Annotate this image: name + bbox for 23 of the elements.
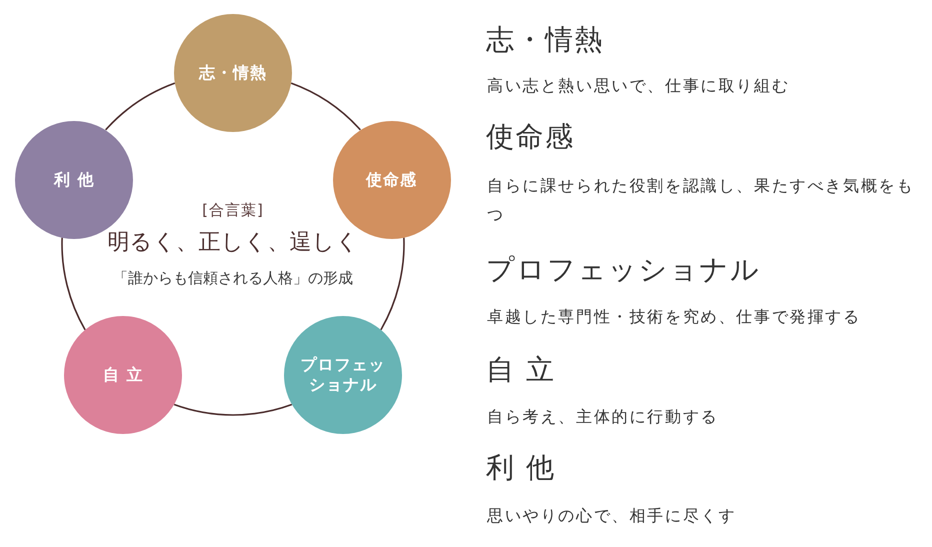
value-description: 思いやりの心で、相手に尽くす <box>487 505 738 527</box>
value-heading: 利 他 <box>486 451 556 485</box>
ring-arc <box>290 82 361 130</box>
ring-arc <box>380 238 405 330</box>
ring-arc <box>61 238 86 330</box>
value-description: 卓越した専門性・技術を究め、仕事で発揮する <box>487 306 862 328</box>
motto-tag: [合言葉] <box>143 200 323 220</box>
value-heading: 使命感 <box>486 120 576 154</box>
circle-label: 自 立 <box>102 364 144 385</box>
value-description: 自らに課せられた役割を認識し、果たすべき気概をもつ <box>487 175 916 226</box>
value-description: 自ら考え、主体的に行動する <box>487 406 720 428</box>
motto-heading: 明るく、正しく、逞しく <box>106 229 360 257</box>
ring-arc <box>105 82 176 130</box>
value-description: 高い志と熱い思いで、仕事に取り組む <box>487 75 791 97</box>
value-heading: 志・情熱 <box>486 23 605 57</box>
circle-label: 使命感 <box>366 170 418 190</box>
circle-label: 志・情熱 <box>199 63 267 83</box>
circle-label: プロフェッショナル <box>299 354 386 395</box>
value-heading: 自 立 <box>486 353 556 387</box>
circle-label: 利 他 <box>54 170 95 190</box>
value-heading: プロフェッショナル <box>486 253 762 287</box>
ring-arc <box>174 404 292 416</box>
motto-subtitle: 「誰からも信頼される人格」の形成 <box>112 268 354 288</box>
